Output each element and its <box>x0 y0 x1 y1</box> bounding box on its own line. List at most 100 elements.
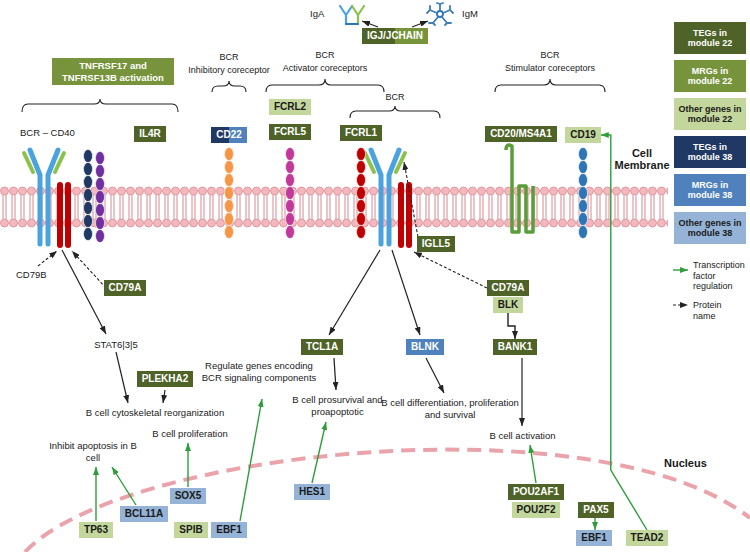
gene-box: BLK <box>493 297 524 313</box>
annotation: BCR – CD40 <box>20 127 92 139</box>
layout-shape <box>437 3 443 11</box>
layout-shape <box>365 153 405 172</box>
legend-sample <box>673 304 688 305</box>
coreceptor-symbol <box>84 150 93 163</box>
coreceptor-symbol <box>579 148 588 161</box>
gene-box: BANK1 <box>493 339 537 355</box>
annotation: B cell activation <box>475 430 570 442</box>
gene-name: TEAD2 <box>631 532 664 544</box>
layout-shape <box>530 445 536 483</box>
coreceptor-symbol <box>84 215 93 228</box>
gene-box: POU2F2 <box>512 502 561 518</box>
coreceptor-symbol <box>84 176 93 189</box>
layout-shape <box>521 358 522 426</box>
coreceptor-symbol <box>286 161 295 174</box>
gene-name: TNFRSF17 and TNFRSF13B activation <box>57 60 169 83</box>
annotation: Inhibitory coreceptor <box>172 65 286 77</box>
gene-box: TP63 <box>79 522 113 538</box>
coreceptor-symbol <box>225 148 234 161</box>
coreceptor-symbol <box>357 213 366 226</box>
legend-text: TEGs in module 22 <box>677 28 743 49</box>
gene-name: FCRL1 <box>345 127 377 139</box>
gene-box: PLEKHA2 <box>137 371 194 387</box>
gene-box: BLNK <box>406 339 444 355</box>
annotation: B cell prosurvival and proapoptotic <box>285 394 390 417</box>
layout-shape <box>404 162 418 237</box>
layout-shape <box>112 467 136 505</box>
gene-box: IGJ/JCHAIN <box>362 28 428 44</box>
legend-entry: Protein name <box>690 298 748 323</box>
coreceptor-symbol <box>286 148 295 161</box>
layout-shape <box>38 251 57 266</box>
coreceptor-symbol <box>84 163 93 176</box>
gene-name: SPIB <box>179 524 202 536</box>
coreceptor-symbol <box>357 174 366 187</box>
gene-name: IL4R <box>139 128 161 140</box>
legend-swatch: Other genes in module 38 <box>674 212 746 244</box>
gene-name: BLK <box>498 299 519 311</box>
layout-shape <box>414 252 487 288</box>
layout-shape <box>442 17 451 25</box>
layout-shape <box>95 467 96 521</box>
coreceptor-symbol <box>96 230 105 243</box>
gene-box: EBF1 <box>211 522 247 538</box>
annotation: IgA <box>310 8 334 20</box>
coreceptor-symbol <box>579 226 588 239</box>
layout-shape <box>340 6 352 24</box>
coreceptor-symbol <box>579 187 588 200</box>
coreceptor-symbol <box>286 226 295 239</box>
coreceptor-symbol <box>225 200 234 213</box>
layout-shape <box>346 23 358 25</box>
legend-sample <box>673 269 688 270</box>
coreceptor-symbol <box>579 174 588 187</box>
coreceptor-symbol <box>225 213 234 226</box>
gene-name: TCL1A <box>306 341 338 353</box>
legend-text: MRGs in module 22 <box>677 66 743 87</box>
annotation: BCR <box>295 50 355 62</box>
connector <box>508 313 515 339</box>
legend-swatch: TEGs in module 22 <box>674 22 746 54</box>
coreceptor-symbol <box>357 187 366 200</box>
coreceptor-symbol <box>286 213 295 226</box>
gene-name: EBF1 <box>581 532 607 544</box>
layout-shape <box>350 106 440 118</box>
gene-box: CD19 <box>565 127 601 143</box>
coreceptor-symbol <box>357 226 366 239</box>
gene-box: FCRL2 <box>269 99 311 115</box>
coreceptor-symbol <box>579 161 588 174</box>
gene-box: PAX5 <box>578 502 613 518</box>
gene-name: POU2F2 <box>517 504 556 516</box>
gene-name: BANK1 <box>498 341 532 353</box>
gene-box: HES1 <box>294 484 330 500</box>
legend-text: Transcription factor regulation <box>693 260 745 292</box>
layout-shape <box>329 250 380 335</box>
coreceptor-symbol <box>96 152 105 165</box>
leader <box>38 162 487 288</box>
gene-name: CD79A <box>109 282 142 294</box>
annotation: STAT6|3|5 <box>80 339 152 351</box>
gene-box: CD79A <box>487 280 530 296</box>
layout-shape <box>62 250 106 334</box>
gene-name: TP63 <box>84 524 108 536</box>
coreceptor-symbol <box>84 228 93 241</box>
connector <box>601 135 647 530</box>
layout-shape <box>24 153 64 172</box>
coreceptor-symbol <box>286 187 295 200</box>
annotation: BCR <box>199 52 259 64</box>
layout-shape <box>312 422 326 483</box>
coreceptor-symbol <box>96 204 105 217</box>
gene-box: CD22 <box>211 127 247 143</box>
coreceptor-symbol <box>225 187 234 200</box>
legend-text: MRGs in module 38 <box>677 180 743 201</box>
gene-box: IL4R <box>134 126 166 142</box>
gene-name: EBF1 <box>216 524 242 536</box>
gene-name: FCRL5 <box>274 126 306 138</box>
legend-swatch: MRGs in module 22 <box>674 60 746 92</box>
layout-shape <box>392 250 420 335</box>
annotation: Activator coreceptors <box>272 63 378 75</box>
gene-box: FCRL5 <box>269 124 311 140</box>
legend-text: TEGs in module 38 <box>677 142 743 163</box>
gene-name: POU2AF1 <box>513 486 559 498</box>
layout-shape <box>426 358 444 393</box>
